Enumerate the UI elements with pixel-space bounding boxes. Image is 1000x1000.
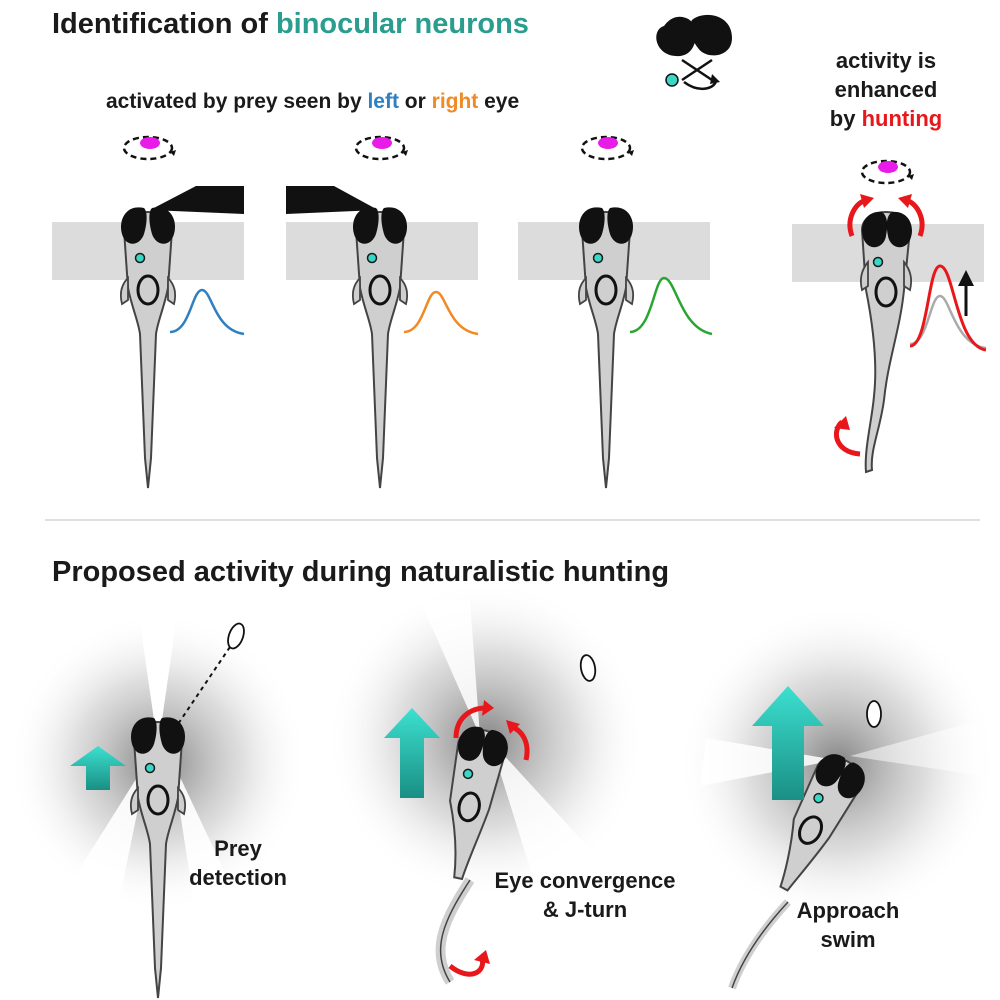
top-panel-title: Identification of binocular neurons: [52, 8, 529, 41]
binocular-trace: [629, 276, 713, 336]
larva-left-stimulus: [52, 135, 245, 490]
subtitle-left: left: [367, 90, 399, 113]
hunting-note-hunting: hunting: [861, 106, 943, 132]
hunting-note: activity is enhanced by hunting: [796, 46, 976, 133]
hunting-note-line3: by hunting: [796, 104, 976, 133]
subtitle-or: or: [398, 90, 432, 113]
stage-prey-detection: [8, 608, 308, 1000]
right-eye-trace: [403, 290, 479, 336]
hunting-note-by: by: [829, 106, 862, 132]
brain-circuit-icon: [656, 14, 732, 90]
title-prefix: Identification of: [52, 8, 276, 40]
subtitle-suffix: eye: [478, 90, 520, 113]
stage1-label-line1: Prey: [214, 836, 262, 861]
larva-binocular-stimulus: [518, 135, 713, 490]
subtitle-prefix: activated by prey seen by: [106, 90, 368, 113]
stage3-label-line2: swim: [820, 927, 876, 953]
stage3-label: Approach swim: [778, 896, 918, 954]
stage1-label-line2: detection: [189, 865, 287, 891]
stage2-label-line1: Eye convergence: [494, 868, 676, 893]
cyan-arrow-icon: [752, 686, 824, 800]
cyan-arrow-icon: [384, 708, 440, 798]
subtitle-right: right: [431, 90, 479, 113]
top-panel-subtitle: activated by prey seen by left or right …: [106, 90, 519, 114]
baseline-trace: [909, 294, 987, 350]
cyan-arrow-icon: [70, 746, 126, 790]
larva-hunting: [792, 159, 987, 474]
stage3-label-line1: Approach: [796, 898, 900, 923]
enhanced-trace: [909, 264, 987, 352]
hunting-note-line2: enhanced: [834, 77, 938, 103]
stage1-label: Prey detection: [178, 834, 298, 892]
larva-right-stimulus: [286, 135, 479, 490]
bottom-panel-title: Proposed activity during naturalistic hu…: [52, 556, 670, 588]
left-eye-trace: [169, 288, 245, 336]
title-highlight: binocular neurons: [275, 8, 529, 40]
stage-approach-swim: [678, 604, 998, 990]
hunting-note-line1: activity is: [835, 48, 937, 73]
stage2-label-line2: & J-turn: [542, 897, 628, 923]
stage-eye-convergence: [326, 580, 646, 985]
stage2-label: Eye convergence & J-turn: [460, 866, 710, 924]
